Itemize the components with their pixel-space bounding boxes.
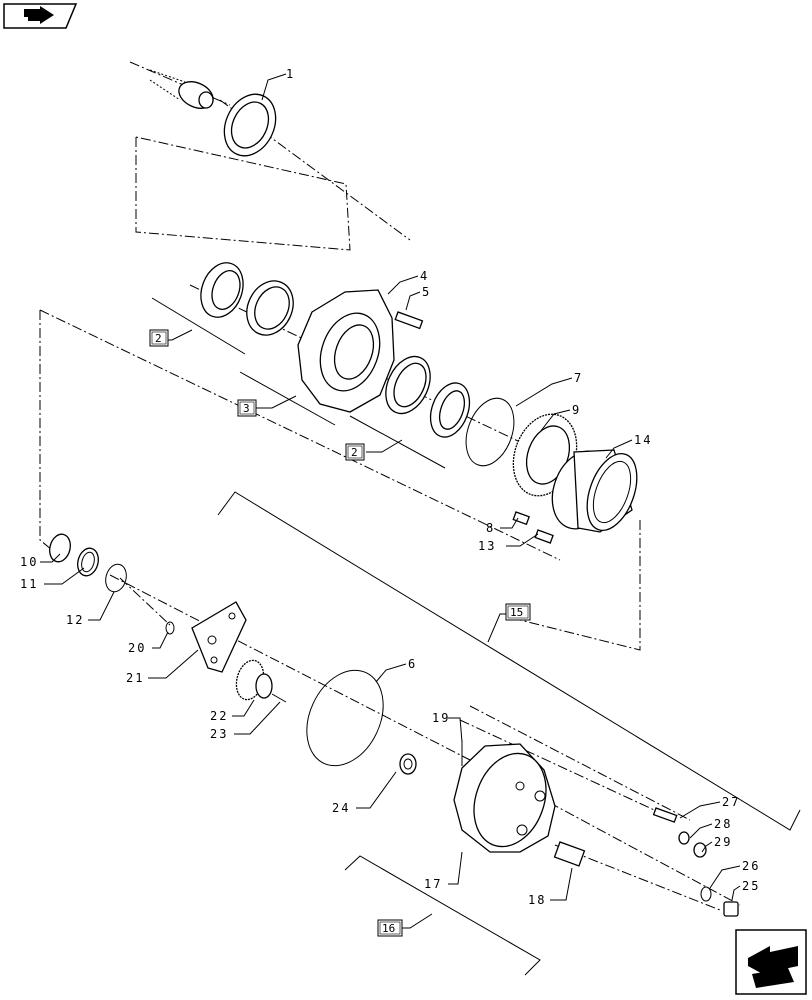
callout-22: 22 <box>210 709 228 723</box>
part-17-planet-carrier-cover <box>453 743 556 853</box>
callout-19: 19 <box>432 711 450 725</box>
part-27-bolt <box>652 807 678 823</box>
part-22-sun-gear <box>235 659 273 701</box>
svg-text:2: 2 <box>351 446 358 459</box>
svg-text:3: 3 <box>243 402 250 415</box>
boxed-callout-15: 15 <box>505 603 531 621</box>
boxed-callout-16: 16 <box>377 919 403 937</box>
part-5-wheel-stud <box>394 311 424 330</box>
bracket-lines <box>151 297 801 976</box>
part-2-bearing-left <box>200 262 244 318</box>
callout-12: 12 <box>66 613 84 627</box>
callout-24: 24 <box>332 801 350 815</box>
leader-lines <box>40 73 741 929</box>
part-25-drain-plug <box>723 901 739 917</box>
boxed-callout-3: 3 <box>237 399 257 417</box>
callout-28: 28 <box>714 817 732 831</box>
part-3-bearing-cup <box>246 280 294 336</box>
callout-10: 10 <box>20 555 38 569</box>
part-18-plug <box>553 841 586 867</box>
callouts: 1 4 5 7 9 14 8 13 10 11 12 20 21 22 23 6… <box>20 67 760 907</box>
part-12-snap-ring <box>105 563 127 593</box>
svg-text:2: 2 <box>155 332 162 345</box>
part-13-screw <box>534 529 554 544</box>
callout-11: 11 <box>20 577 38 591</box>
part-21-thrust-plate <box>191 601 247 673</box>
callout-23: 23 <box>210 727 228 741</box>
callout-14: 14 <box>634 433 652 447</box>
callout-27: 27 <box>722 795 740 809</box>
callout-7: 7 <box>574 371 583 385</box>
part-6-o-ring <box>306 669 384 767</box>
callout-1: 1 <box>286 67 295 81</box>
callout-5: 5 <box>422 285 431 299</box>
part-26-o-ring <box>700 886 712 902</box>
part-29-nut <box>693 842 707 858</box>
part-11-ring <box>77 547 99 577</box>
boxed-callout-2-upper: 2 <box>149 329 169 347</box>
callout-13: 13 <box>478 539 496 553</box>
callout-8: 8 <box>486 521 495 535</box>
callout-26: 26 <box>742 859 760 873</box>
previous-page-arrow-icon[interactable] <box>3 3 78 29</box>
callout-21: 21 <box>126 671 144 685</box>
boxed-callout-2-lower: 2 <box>345 443 365 461</box>
shaft-spline <box>149 69 214 109</box>
callout-25: 25 <box>742 879 760 893</box>
part-28-washer <box>678 831 690 845</box>
callout-4: 4 <box>420 269 429 283</box>
part-7-snap-ring <box>465 397 515 467</box>
part-9-ring-gear-carrier <box>512 413 578 497</box>
callout-18: 18 <box>528 893 546 907</box>
part-1-seal-ring <box>223 93 277 157</box>
part-23-pin <box>271 693 287 703</box>
svg-text:16: 16 <box>382 922 395 935</box>
part-24-thrust-washer <box>399 753 417 775</box>
callout-17: 17 <box>424 877 442 891</box>
callout-29: 29 <box>714 835 732 849</box>
part-10-cap <box>49 533 71 563</box>
part-14-ring-gear <box>551 449 638 533</box>
callout-20: 20 <box>128 641 146 655</box>
callout-9: 9 <box>572 403 581 417</box>
next-page-arrow-icon[interactable] <box>735 929 807 995</box>
part-4-wheel-hub <box>297 289 395 413</box>
part-2-bearing-right <box>385 355 471 438</box>
part-20-ring <box>165 621 175 635</box>
svg-text:15: 15 <box>510 606 523 619</box>
part-8-bolt <box>512 511 530 526</box>
callout-6: 6 <box>408 657 417 671</box>
